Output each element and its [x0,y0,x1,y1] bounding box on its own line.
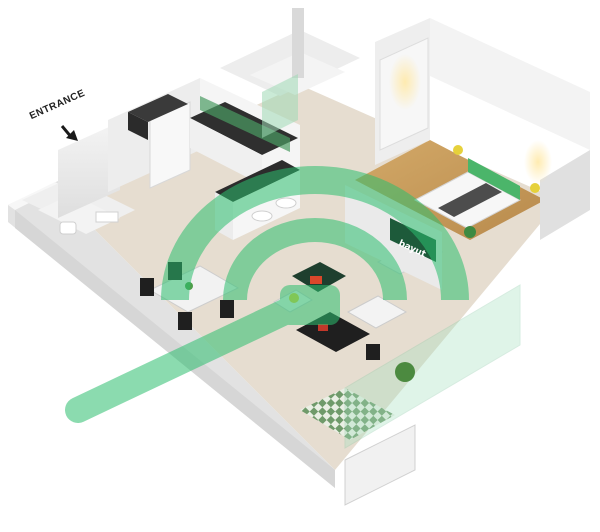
bar-stool [275,197,297,209]
microwave-front [128,112,148,140]
plant-icon [395,362,415,382]
coffee-table [346,295,408,329]
armchair-cushion [310,276,322,284]
balcony-chair [366,344,380,360]
shower-glass [262,74,298,138]
kitchen-cabinets [190,118,262,185]
bed-headboard [468,158,520,200]
sofa-cushion [318,324,328,331]
tv-screen [390,218,436,262]
plant-icon [464,226,476,238]
bedroom-right-wall [430,18,590,150]
shower-column [292,8,304,78]
dining-chair [178,312,192,330]
entrance-wall [58,122,120,218]
bed-throw [438,183,502,217]
bar-stool [251,210,273,222]
outer-wall-bottom [15,210,335,488]
kitchen-backsplash [200,96,290,152]
bedroom-window-wall [540,150,590,240]
bayut-logo-watermark [65,166,469,423]
basin [95,211,119,223]
dining-chair [220,300,234,318]
wall-lamp-glow [524,140,552,184]
balcony-glass [344,284,521,449]
balcony-rail [344,424,416,506]
balcony-floor [300,388,395,440]
arrow-down-icon [60,125,78,141]
nightstand-lamp-icon [530,183,540,193]
wall-lamp-glow [389,54,421,110]
nightstand-lamp-icon [453,145,463,155]
dining-chair [140,278,154,296]
toilet [59,221,77,235]
microwave [128,94,188,122]
